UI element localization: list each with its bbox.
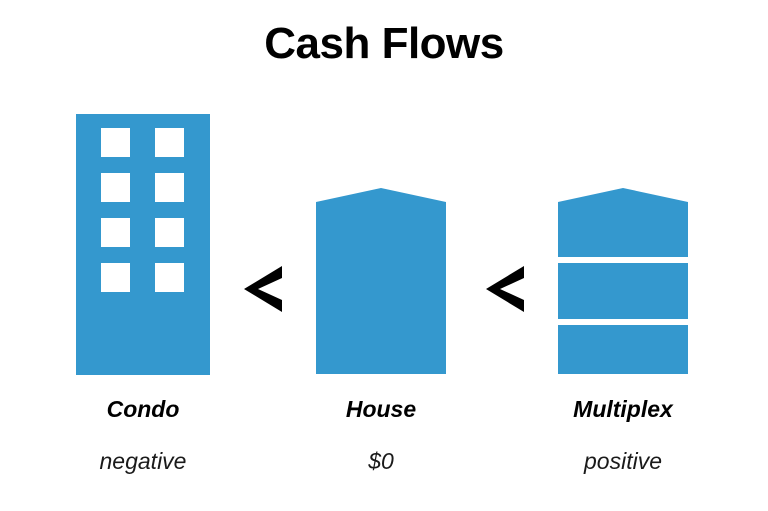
label-house-value: $0 — [368, 448, 394, 474]
label-multiplex-name: Multiplex — [573, 396, 673, 422]
multiplex-band-top — [558, 188, 688, 257]
condo-window — [101, 218, 130, 247]
label-multiplex-value: positive — [584, 448, 662, 474]
condo-window — [101, 263, 130, 292]
condo-body — [76, 114, 210, 375]
multiplex-band-middle — [558, 263, 688, 319]
label-condo-value: negative — [99, 448, 187, 474]
multiplex-icon — [558, 188, 688, 374]
label-condo-name: Condo — [106, 396, 180, 422]
chevron-left-icon — [244, 266, 282, 312]
page-title: Cash Flows — [264, 19, 504, 68]
condo-building-icon — [76, 114, 210, 375]
condo-window — [155, 128, 184, 157]
multiplex-band-bottom — [558, 325, 688, 374]
condo-window — [101, 128, 130, 157]
condo-window — [155, 263, 184, 292]
house-icon — [316, 188, 446, 374]
condo-window — [155, 173, 184, 202]
label-house-name: House — [345, 396, 417, 422]
chevron-left-icon — [486, 266, 524, 312]
condo-window — [155, 218, 184, 247]
condo-window — [101, 173, 130, 202]
